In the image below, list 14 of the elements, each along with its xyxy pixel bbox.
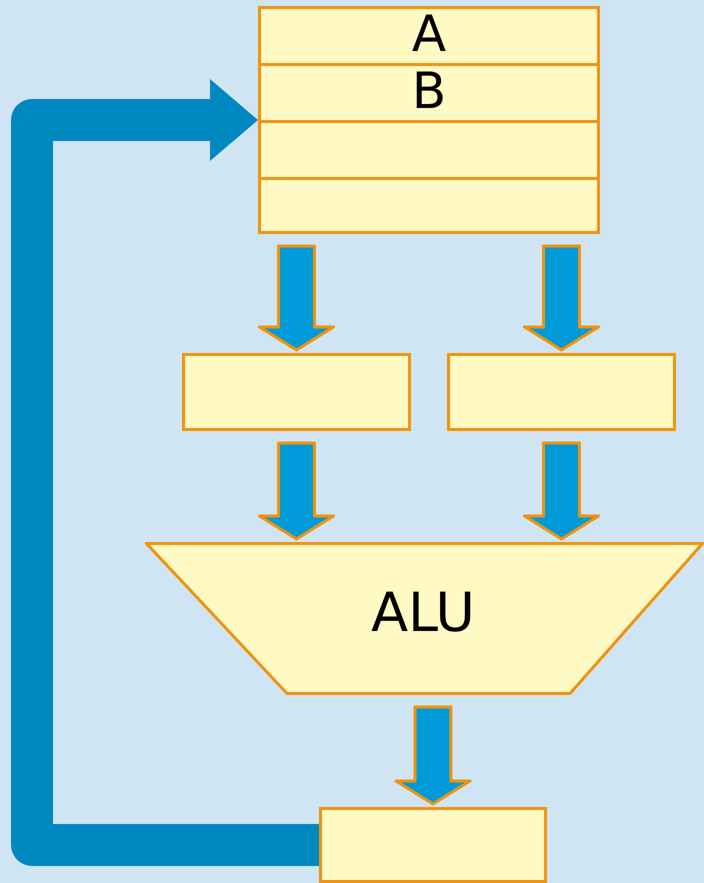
block-arrow bbox=[523, 244, 600, 352]
block-arrow bbox=[523, 442, 600, 540]
register-file bbox=[258, 6, 600, 234]
operand-register bbox=[447, 353, 676, 431]
result-register bbox=[319, 807, 547, 883]
register-label: A bbox=[410, 8, 448, 58]
operand-register bbox=[182, 353, 411, 431]
block-arrow bbox=[258, 244, 335, 352]
block-arrow bbox=[258, 442, 335, 540]
alu-label: ALU bbox=[370, 586, 476, 640]
feedback-arrow bbox=[11, 79, 319, 866]
block-arrow bbox=[394, 706, 472, 806]
alu-trapezoid bbox=[145, 542, 704, 695]
register-label: B bbox=[410, 66, 448, 116]
